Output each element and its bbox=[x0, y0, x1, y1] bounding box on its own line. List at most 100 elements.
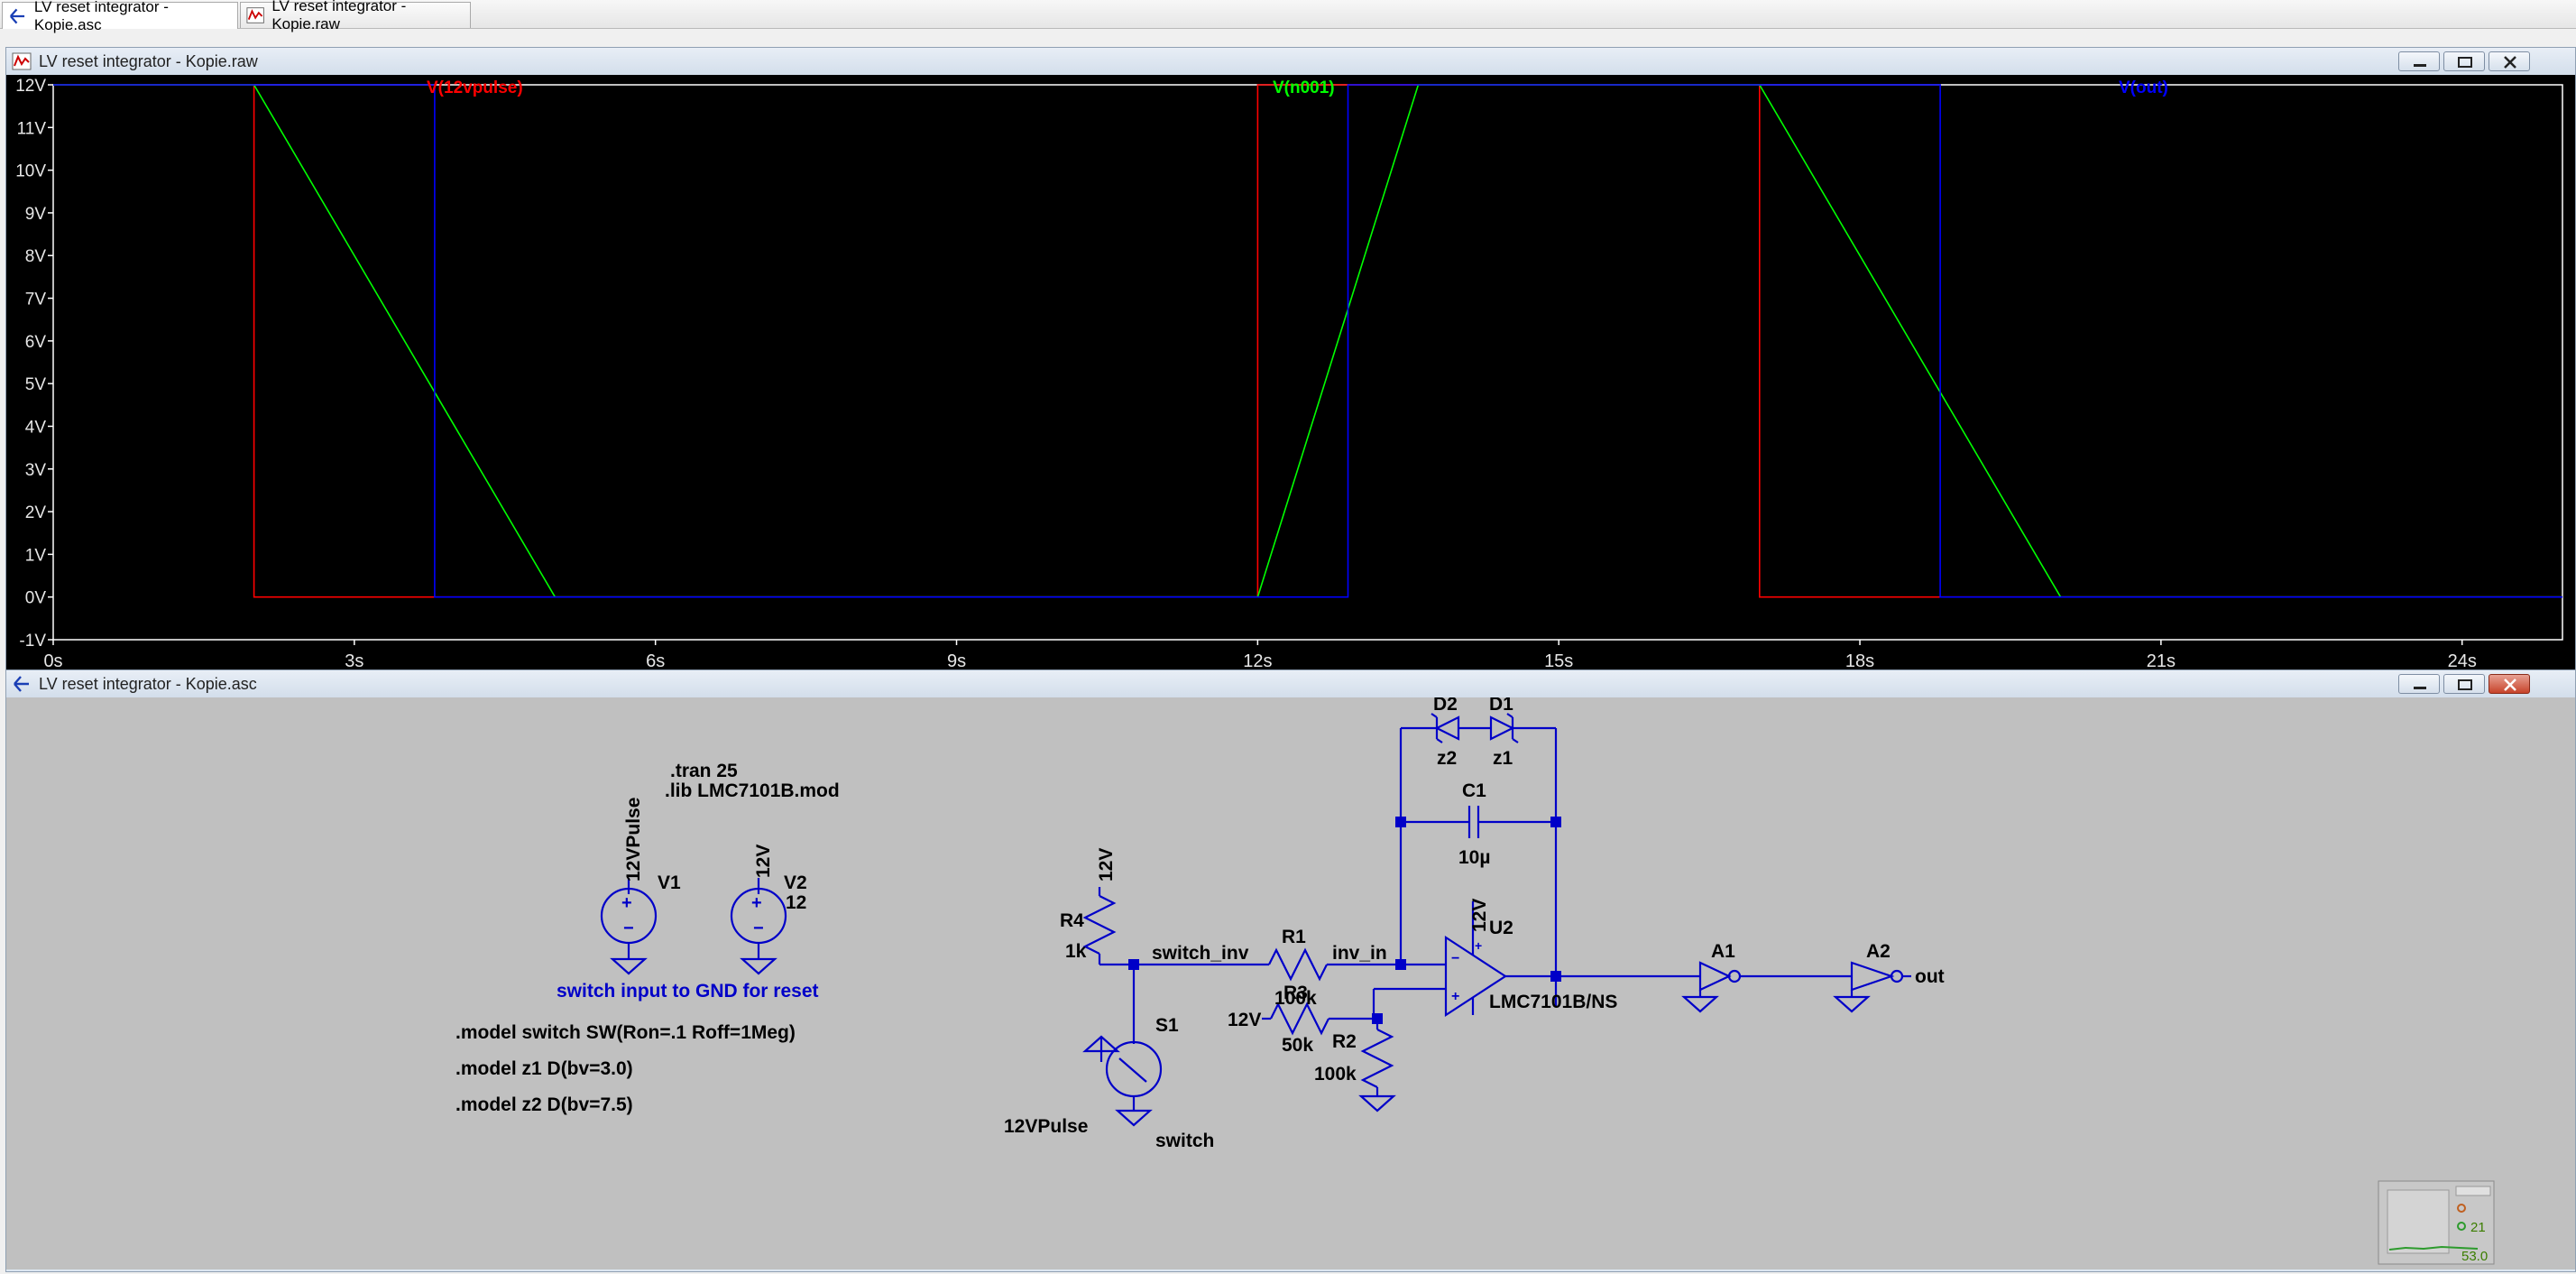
x-tick-label: 9s bbox=[947, 651, 966, 671]
r4-name[interactable]: R4 bbox=[1060, 910, 1084, 931]
voltage-source-v1[interactable] bbox=[600, 878, 658, 975]
diode-d1[interactable] bbox=[1489, 713, 1556, 743]
d2-model[interactable]: z2 bbox=[1437, 748, 1457, 769]
minimize-icon bbox=[2414, 64, 2426, 67]
close-button[interactable] bbox=[2489, 674, 2530, 694]
net-out[interactable]: out bbox=[1915, 966, 1945, 987]
r1-value[interactable]: 100k bbox=[1274, 988, 1317, 1009]
resistor-r1[interactable] bbox=[1268, 947, 1401, 982]
trace-label[interactable]: V(n001) bbox=[1273, 78, 1335, 97]
model-z2[interactable]: .model z2 D(bv=7.5) bbox=[455, 1094, 633, 1115]
r3-name[interactable]: R3 bbox=[1283, 983, 1308, 1003]
model-z1[interactable]: .model z1 D(bv=3.0) bbox=[455, 1058, 633, 1079]
a1-name[interactable]: A1 bbox=[1711, 941, 1735, 962]
window-titlebar[interactable]: LV reset integrator - Kopie.raw bbox=[6, 48, 2575, 75]
y-tick-label: 12V bbox=[15, 77, 46, 96]
series-line-3 bbox=[53, 84, 2562, 598]
tab-label: LV reset integrator - Kopie.raw bbox=[271, 0, 407, 32]
r4-value[interactable]: 1k bbox=[1065, 941, 1087, 962]
r3-value[interactable]: 50k bbox=[1282, 1035, 1313, 1056]
y-tick-label: 9V bbox=[25, 205, 47, 224]
y-tick-label: -1V bbox=[19, 632, 46, 651]
waveform-icon bbox=[246, 7, 264, 23]
trace-label[interactable]: V(out) bbox=[2119, 78, 2168, 97]
x-tick-label: 12s bbox=[1243, 651, 1272, 671]
x-tick-label: 21s bbox=[2147, 651, 2176, 671]
d1-name[interactable]: D1 bbox=[1489, 694, 1513, 715]
r1-name[interactable]: R1 bbox=[1282, 927, 1306, 947]
minimize-button[interactable] bbox=[2398, 674, 2440, 694]
a2-name[interactable]: A2 bbox=[1866, 941, 1891, 962]
model-switch[interactable]: .model switch SW(Ron=.1 Roff=1Meg) bbox=[455, 1022, 796, 1043]
s1-name[interactable]: S1 bbox=[1155, 1015, 1179, 1036]
y-tick-label: 1V bbox=[25, 546, 47, 565]
y-tick-label: 2V bbox=[25, 503, 47, 522]
v2-name[interactable]: V2 bbox=[784, 872, 807, 893]
schmitt-inverter-a1[interactable] bbox=[1681, 961, 1852, 1013]
r2-name[interactable]: R2 bbox=[1332, 1031, 1357, 1052]
x-tick-label: 0s bbox=[43, 651, 62, 671]
widget-value-2: 53.0 bbox=[2461, 1249, 2488, 1264]
tab-waveform[interactable]: LV reset integrator - Kopie.raw bbox=[240, 0, 471, 32]
resistor-r4[interactable] bbox=[1082, 887, 1134, 966]
widget-value-1: 21 bbox=[2470, 1220, 2486, 1235]
y-tick-label: 3V bbox=[25, 461, 47, 480]
trace-label[interactable]: V(12vpulse) bbox=[427, 78, 523, 97]
schematic-window: LV reset integrator - Kopie.asc bbox=[5, 669, 2576, 1272]
y-tick-label: 8V bbox=[25, 247, 47, 266]
v2-value[interactable]: 12 bbox=[786, 892, 806, 913]
window-titlebar[interactable]: LV reset integrator - Kopie.asc bbox=[6, 670, 2575, 697]
v1-name[interactable]: V1 bbox=[658, 872, 681, 893]
net-switch-inv[interactable]: switch_inv bbox=[1152, 943, 1249, 964]
schematic-drawing: +− +− −+ + .tran 25 .lib LMC7101B.mod 12… bbox=[455, 694, 2495, 1265]
voltage-source-v2[interactable] bbox=[730, 878, 787, 975]
y-tick-label: 7V bbox=[25, 291, 47, 309]
series-line-2 bbox=[53, 84, 2562, 598]
y-tick-label: 5V bbox=[25, 375, 47, 394]
inverter-a2[interactable] bbox=[1833, 961, 1911, 1013]
schematic-icon bbox=[9, 8, 25, 23]
u2-net-label: 12V bbox=[1469, 899, 1490, 932]
r3-net-label: 12V bbox=[1228, 1010, 1261, 1030]
switch-s1[interactable] bbox=[1082, 1029, 1163, 1127]
reset-comment[interactable]: switch input to GND for reset bbox=[557, 981, 819, 1002]
tran-directive[interactable]: .tran 25 bbox=[670, 761, 738, 781]
y-tick-label: 0V bbox=[25, 589, 47, 608]
resistor-r3[interactable] bbox=[1262, 1002, 1377, 1036]
diode-d2[interactable] bbox=[1431, 713, 1491, 743]
net-inv-in[interactable]: inv_in bbox=[1332, 943, 1387, 964]
minimize-button[interactable] bbox=[2398, 51, 2440, 71]
resistor-r2[interactable] bbox=[1358, 1019, 1396, 1112]
schematic-icon bbox=[14, 676, 29, 692]
restore-icon bbox=[2458, 679, 2472, 690]
restore-button[interactable] bbox=[2443, 51, 2485, 71]
c1-name[interactable]: C1 bbox=[1462, 780, 1486, 801]
svg-text:−: − bbox=[753, 919, 764, 938]
y-tick-label: 11V bbox=[17, 119, 47, 138]
d2-name[interactable]: D2 bbox=[1433, 694, 1458, 715]
d1-model[interactable]: z1 bbox=[1493, 748, 1513, 769]
schematic-canvas[interactable]: +− +− −+ + .tran 25 .lib LMC7101B.mod 12… bbox=[6, 694, 2575, 1269]
svg-text:+: + bbox=[1475, 938, 1482, 953]
capacitor-c1[interactable] bbox=[1401, 806, 1556, 838]
lib-directive[interactable]: .lib LMC7101B.mod bbox=[665, 780, 840, 801]
u2-name[interactable]: U2 bbox=[1489, 918, 1513, 938]
x-tick-label: 6s bbox=[646, 651, 665, 671]
c1-value[interactable]: 10µ bbox=[1458, 847, 1490, 868]
s1-model[interactable]: switch bbox=[1155, 1131, 1214, 1151]
x-tick-label: 18s bbox=[1845, 651, 1874, 671]
series-line-1 bbox=[53, 84, 2562, 598]
restore-button[interactable] bbox=[2443, 674, 2485, 694]
svg-text:−: − bbox=[1451, 951, 1459, 966]
close-button[interactable] bbox=[2489, 51, 2530, 71]
u2-model[interactable]: LMC7101B/NS bbox=[1489, 992, 1617, 1012]
tab-schematic[interactable]: LV reset integrator - Kopie.asc bbox=[2, 0, 238, 33]
minimize-icon bbox=[2414, 687, 2426, 689]
y-tick-label: 4V bbox=[25, 418, 47, 437]
svg-text:+: + bbox=[1451, 989, 1459, 1004]
r2-value[interactable]: 100k bbox=[1314, 1064, 1357, 1085]
opamp-u2[interactable] bbox=[1444, 901, 1556, 1018]
plot-frame bbox=[52, 84, 2563, 641]
